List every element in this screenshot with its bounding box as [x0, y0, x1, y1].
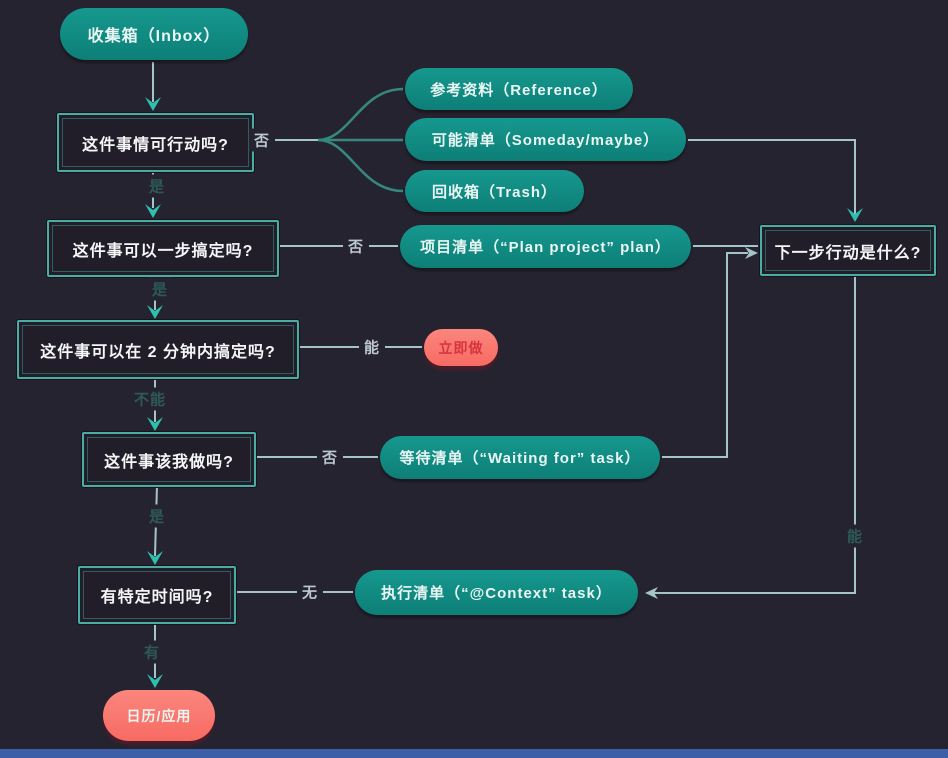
node-context-list-label: 执行清单（“@Context” task） — [381, 585, 612, 602]
node-inbox[interactable]: 收集箱（Inbox） — [60, 8, 248, 60]
node-someday-list[interactable]: 可能清单（Someday/maybe） — [405, 118, 686, 161]
node-question-my-task-label: 这件事该我做吗? — [104, 453, 234, 471]
node-waiting-list[interactable]: 等待清单（“Waiting for” task） — [380, 436, 660, 479]
edge-label-cannot: 不能 — [128, 387, 172, 411]
node-question-one-step-label: 这件事可以一步搞定吗? — [72, 242, 254, 260]
node-calendar-app-label: 日历/应用 — [126, 707, 192, 724]
node-reference-list-label: 参考资料（Reference） — [430, 81, 608, 99]
arrowheads-horizontal — [645, 247, 758, 599]
node-project-list-label: 项目清单（“Plan project” plan） — [420, 239, 671, 256]
node-do-it-now-label: 立即做 — [438, 339, 484, 356]
node-next-action-label: 下一步行动是什么? — [774, 244, 922, 262]
arrow-q2-q3 — [147, 305, 163, 319]
node-project-list[interactable]: 项目清单（“Plan project” plan） — [400, 225, 691, 268]
edge-branch-reference — [317, 87, 404, 142]
node-question-my-task[interactable]: 这件事该我做吗? — [82, 432, 256, 487]
edge-someday-next — [688, 139, 856, 214]
node-question-actionable[interactable]: 这件事情可行动吗? — [57, 113, 254, 172]
edge-next-context — [654, 274, 856, 594]
edge-label-no-2: 否 — [342, 234, 370, 258]
arrow-q3-q4 — [147, 417, 163, 431]
node-do-it-now[interactable]: 立即做 — [424, 329, 498, 366]
arrow-inbox-q1 — [145, 97, 161, 111]
node-question-two-minutes-label: 这件事可以在 2 分钟内搞定吗? — [40, 343, 276, 361]
arrow-q5-calendar — [147, 674, 163, 688]
node-question-specific-time[interactable]: 有特定时间吗? — [78, 566, 236, 624]
node-reference-list[interactable]: 参考资料（Reference） — [405, 68, 633, 110]
node-context-list[interactable]: 执行清单（“@Context” task） — [355, 570, 638, 615]
node-trash-label: 回收箱（Trash） — [431, 183, 558, 201]
arrow-q4-q5 — [147, 551, 163, 565]
node-question-actionable-label: 这件事情可行动吗? — [82, 136, 229, 154]
edge-label-yes-2: 是 — [146, 277, 174, 301]
node-question-one-step[interactable]: 这件事可以一步搞定吗? — [47, 220, 279, 277]
node-trash[interactable]: 回收箱（Trash） — [405, 170, 584, 212]
edge-waiting-next — [662, 252, 748, 458]
arrow-someday-next — [847, 208, 863, 222]
edge-label-yes-4: 是 — [143, 504, 171, 528]
edge-label-has: 有 — [138, 640, 166, 664]
edge-branch-trash — [317, 138, 404, 193]
bottom-blue-bar — [0, 749, 948, 758]
edge-label-no-4: 否 — [316, 445, 344, 469]
arrow-waiting-next — [745, 247, 758, 259]
node-calendar-app[interactable]: 日历/应用 — [103, 690, 215, 741]
node-question-specific-time-label: 有特定时间吗? — [100, 589, 214, 606]
node-inbox-label: 收集箱（Inbox） — [87, 28, 221, 45]
edge-label-can-right: 能 — [841, 524, 869, 548]
edge-label-can: 能 — [358, 335, 386, 359]
node-waiting-list-label: 等待清单（“Waiting for” task） — [399, 450, 641, 467]
node-next-action[interactable]: 下一步行动是什么? — [760, 225, 936, 276]
arrow-next-context — [645, 587, 658, 599]
edge-label-none: 无 — [296, 580, 324, 604]
edge-label-no-1: 否 — [248, 128, 276, 152]
arrow-q1-q2 — [145, 204, 161, 218]
node-someday-list-label: 可能清单（Someday/maybe） — [431, 132, 660, 149]
node-question-two-minutes[interactable]: 这件事可以在 2 分钟内搞定吗? — [17, 320, 299, 379]
edge-label-yes-1: 是 — [143, 174, 171, 198]
